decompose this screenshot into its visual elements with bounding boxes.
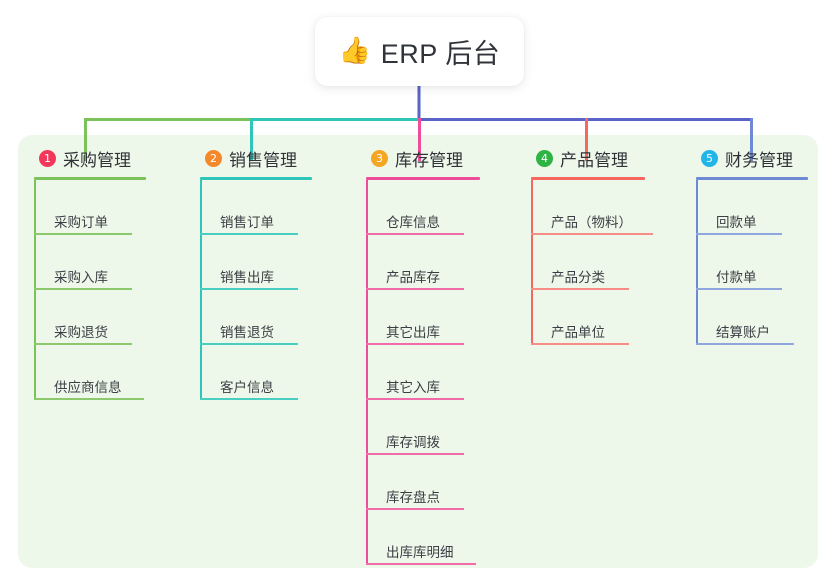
list-item[interactable]: 采购订单 <box>34 180 146 235</box>
list-item-label: 产品单位 <box>551 325 605 340</box>
list-item[interactable]: 其它出库 <box>366 290 480 345</box>
branch-items-2: 销售订单 销售出库 销售退货 客户信息 <box>200 180 312 400</box>
branch-title-1: 采购管理 <box>63 150 131 170</box>
branch-badge-2: 2 <box>205 149 222 167</box>
list-item-rule <box>366 398 464 400</box>
root-title: ERP 后台 <box>380 39 501 69</box>
list-item[interactable]: 采购退货 <box>34 290 146 345</box>
branch-title-3: 库存管理 <box>395 150 463 170</box>
branch-header-5[interactable]: 5 财务管理 <box>696 146 808 170</box>
branch-rule-1 <box>34 177 146 180</box>
list-item[interactable]: 客户信息 <box>200 345 312 400</box>
branch-items-4: 产品（物料） 产品分类 产品单位 <box>531 180 653 345</box>
list-item-label: 仓库信息 <box>386 215 440 230</box>
list-item-label: 其它出库 <box>386 325 440 340</box>
list-item-label: 回款单 <box>716 215 757 230</box>
branch-column-4: 4 产品管理 产品（物料） 产品分类 产品单位 <box>531 146 653 345</box>
list-item[interactable]: 库存盘点 <box>366 455 480 510</box>
branch-badge-5: 5 <box>701 149 718 167</box>
list-item-rule <box>531 233 653 235</box>
list-item[interactable]: 产品库存 <box>366 235 480 290</box>
branch-title-4: 产品管理 <box>560 150 628 170</box>
list-item[interactable]: 销售出库 <box>200 235 312 290</box>
list-item-rule <box>200 343 298 345</box>
list-item-label: 供应商信息 <box>54 380 122 395</box>
branch-column-3: 3 库存管理 仓库信息 产品库存 其它出库 其它入库 库存调拨 <box>366 146 480 565</box>
list-item-label: 采购入库 <box>54 270 108 285</box>
list-item-label: 采购订单 <box>54 215 108 230</box>
list-item[interactable]: 其它入库 <box>366 345 480 400</box>
branch-items-3: 仓库信息 产品库存 其它出库 其它入库 库存调拨 库存盘点 <box>366 180 480 565</box>
list-item[interactable]: 产品单位 <box>531 290 645 345</box>
list-item-label: 出库库明细 <box>386 545 454 560</box>
list-item-label: 销售出库 <box>220 270 274 285</box>
list-item[interactable]: 结算账户 <box>696 290 808 345</box>
branch-rule-5 <box>696 177 808 180</box>
branch-rule-4 <box>531 177 645 180</box>
branch-header-3[interactable]: 3 库存管理 <box>366 146 480 170</box>
list-item[interactable]: 出库库明细 <box>366 510 480 565</box>
branch-rule-3 <box>366 177 480 180</box>
branch-header-4[interactable]: 4 产品管理 <box>531 146 645 170</box>
list-item-label: 销售订单 <box>220 215 274 230</box>
branch-title-5: 财务管理 <box>725 150 793 170</box>
list-item[interactable]: 库存调拨 <box>366 400 480 455</box>
list-item-rule <box>34 343 132 345</box>
list-item[interactable]: 销售退货 <box>200 290 312 345</box>
list-item[interactable]: 回款单 <box>696 180 808 235</box>
list-item-rule <box>200 398 298 400</box>
list-item[interactable]: 供应商信息 <box>34 345 146 400</box>
list-item-label: 销售退货 <box>220 325 274 340</box>
list-item-label: 产品（物料） <box>551 215 632 230</box>
list-item-rule <box>366 343 464 345</box>
branch-column-5: 5 财务管理 回款单 付款单 结算账户 <box>696 146 808 345</box>
branch-header-1[interactable]: 1 采购管理 <box>34 146 146 170</box>
list-item-rule <box>200 288 298 290</box>
branch-items-5: 回款单 付款单 结算账户 <box>696 180 808 345</box>
list-item-rule <box>366 288 464 290</box>
list-item[interactable]: 产品分类 <box>531 235 645 290</box>
diagram-panel <box>18 135 818 568</box>
list-item[interactable]: 仓库信息 <box>366 180 480 235</box>
list-item-rule <box>696 233 782 235</box>
branch-header-2[interactable]: 2 销售管理 <box>200 146 312 170</box>
list-item-rule <box>34 233 132 235</box>
branch-badge-4: 4 <box>536 149 553 167</box>
branch-badge-3: 3 <box>371 149 388 167</box>
list-item-rule <box>696 343 794 345</box>
root-node[interactable]: 👍 ERP 后台 <box>315 17 524 86</box>
branch-rule-2 <box>200 177 312 180</box>
list-item-label: 客户信息 <box>220 380 274 395</box>
list-item-label: 结算账户 <box>716 325 770 340</box>
branch-column-2: 2 销售管理 销售订单 销售出库 销售退货 客户信息 <box>200 146 312 400</box>
list-item-rule <box>696 288 782 290</box>
list-item[interactable]: 采购入库 <box>34 235 146 290</box>
list-item-label: 库存盘点 <box>386 490 440 505</box>
list-item-rule <box>34 288 132 290</box>
list-item-rule <box>366 508 464 510</box>
list-item-label: 采购退货 <box>54 325 108 340</box>
list-item[interactable]: 销售订单 <box>200 180 312 235</box>
list-item-rule <box>531 288 629 290</box>
list-item-label: 付款单 <box>716 270 757 285</box>
list-item-rule <box>200 233 298 235</box>
branch-items-1: 采购订单 采购入库 采购退货 供应商信息 <box>34 180 146 400</box>
branch-column-1: 1 采购管理 采购订单 采购入库 采购退货 供应商信息 <box>34 146 146 400</box>
list-item[interactable]: 产品（物料） <box>531 180 653 235</box>
list-item-rule <box>34 398 144 400</box>
list-item-label: 其它入库 <box>386 380 440 395</box>
branch-title-2: 销售管理 <box>229 150 297 170</box>
list-item-rule <box>366 453 464 455</box>
list-item-label: 库存调拨 <box>386 435 440 450</box>
list-item-rule <box>531 343 629 345</box>
list-item[interactable]: 付款单 <box>696 235 808 290</box>
list-item-rule <box>366 563 476 565</box>
list-item-label: 产品库存 <box>386 270 440 285</box>
list-item-label: 产品分类 <box>551 270 605 285</box>
thumbs-up-icon: 👍 <box>338 34 372 65</box>
branch-badge-1: 1 <box>39 149 56 167</box>
list-item-rule <box>366 233 464 235</box>
